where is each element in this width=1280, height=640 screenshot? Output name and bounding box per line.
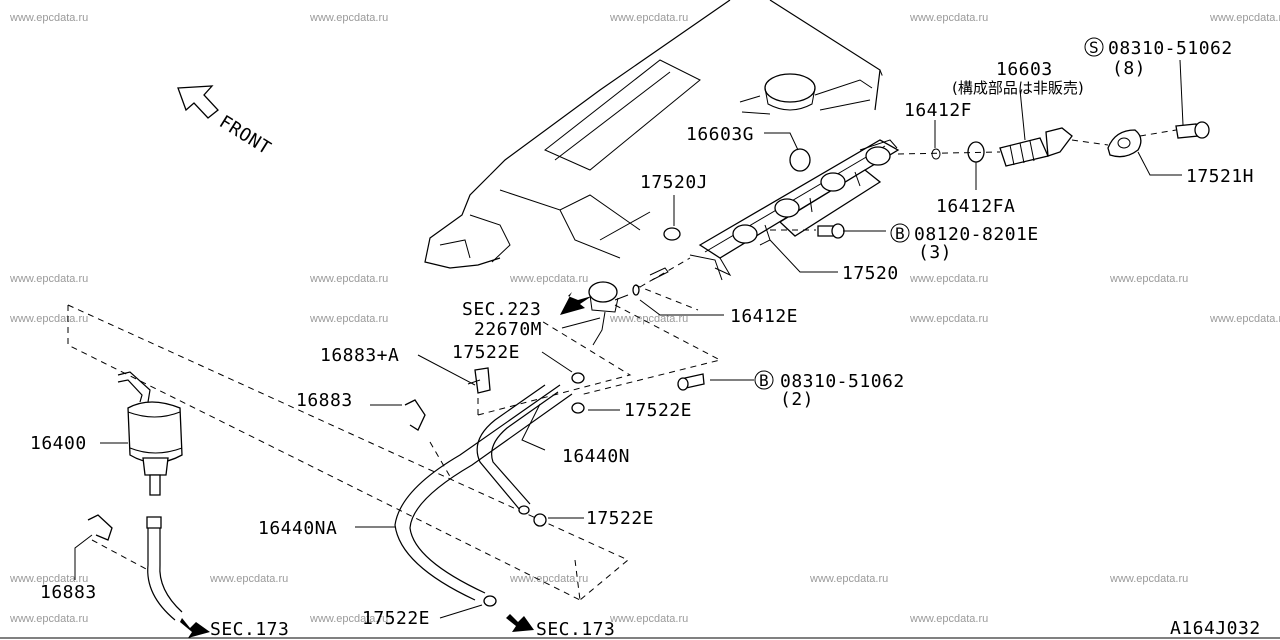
hose-clips	[87, 367, 491, 541]
label-17520j: 17520J	[640, 172, 708, 193]
label-16883-a: 16883	[40, 582, 97, 603]
fuel-hoses	[146, 372, 585, 621]
watermark: www.epcdata.ru	[1209, 313, 1280, 325]
arrow-icon	[180, 618, 210, 638]
section-arrows	[180, 292, 592, 638]
label-b2-qty: (2)	[780, 389, 814, 410]
label-b1-part: 08120-8201E	[914, 224, 1039, 245]
part-labels: S 08310-51062 (8) 16603 (構成部品は非販売) 16412…	[30, 38, 1261, 640]
watermark: www.epcdata.ru	[1109, 273, 1188, 285]
watermark: www.epcdata.ru	[309, 12, 388, 24]
circled-markers	[754, 37, 1104, 390]
fuel-filter	[117, 371, 183, 496]
s-marker-letter: S	[1089, 38, 1099, 57]
label-16440n: 16440N	[562, 446, 630, 467]
label-22670m: 22670M	[474, 319, 542, 340]
bolt-b2	[677, 373, 705, 391]
front-arrow: FRONT	[177, 85, 275, 159]
watermark: www.epcdata.ru	[309, 613, 388, 625]
s-circle-icon	[1084, 37, 1104, 57]
front-label: FRONT	[215, 111, 274, 159]
engine-outline	[424, 0, 885, 269]
b1-marker-letter: B	[895, 224, 905, 243]
label-16603: 16603	[996, 59, 1053, 80]
label-17521h: 17521H	[1186, 166, 1254, 187]
label-sec173-b: SEC.173	[536, 619, 615, 640]
b-circle-icon	[754, 370, 774, 390]
watermark: www.epcdata.ru	[509, 573, 588, 585]
label-16400: 16400	[30, 433, 87, 454]
watermark: www.epcdata.ru	[1209, 12, 1280, 24]
watermark: www.epcdata.ru	[9, 12, 88, 24]
label-17520: 17520	[842, 263, 899, 284]
watermark: www.epcdata.ru	[609, 313, 688, 325]
watermark: www.epcdata.ru	[309, 313, 388, 325]
fuel-rail	[588, 121, 1210, 346]
watermark: www.epcdata.ru	[609, 12, 688, 24]
arrow-icon	[506, 614, 534, 632]
watermark: www.epcdata.ru	[509, 273, 588, 285]
label-16603-note: (構成部品は非販売)	[952, 79, 1084, 97]
watermark: www.epcdata.ru	[9, 613, 88, 625]
label-16412e: 16412E	[730, 306, 798, 327]
watermarks: www.epcdata.ru www.epcdata.ru www.epcdat…	[9, 12, 1280, 625]
b-circle-icon	[890, 223, 910, 243]
label-17522e-d: 17522E	[362, 608, 430, 629]
watermark: www.epcdata.ru	[909, 613, 988, 625]
label-b1-qty: (3)	[918, 242, 952, 263]
label-16412f: 16412F	[904, 100, 972, 121]
watermark: www.epcdata.ru	[609, 613, 688, 625]
label-16603g: 16603G	[686, 124, 754, 145]
watermark: www.epcdata.ru	[909, 273, 988, 285]
watermark: www.epcdata.ru	[9, 573, 88, 585]
b2-marker-letter: B	[759, 371, 769, 390]
watermark: www.epcdata.ru	[209, 573, 288, 585]
label-sec223: SEC.223	[462, 299, 541, 320]
label-17522e-b: 17522E	[624, 400, 692, 421]
leader-lines	[74, 59, 1184, 619]
label-16883-b: 16883	[296, 390, 353, 411]
watermark: www.epcdata.ru	[909, 313, 988, 325]
watermark: www.epcdata.ru	[1109, 573, 1188, 585]
label-17522e-a: 17522E	[452, 342, 520, 363]
label-17522e-c: 17522E	[586, 508, 654, 529]
watermark: www.epcdata.ru	[309, 273, 388, 285]
label-s-part: 08310-51062	[1108, 38, 1233, 59]
label-16440na: 16440NA	[258, 518, 337, 539]
label-16412fa: 16412FA	[936, 196, 1015, 217]
watermark: www.epcdata.ru	[809, 573, 888, 585]
watermark: www.epcdata.ru	[9, 313, 88, 325]
label-b2-part: 08310-51062	[780, 371, 905, 392]
label-16883-plus-a: 16883+A	[320, 345, 399, 366]
label-sec173-a: SEC.173	[210, 619, 289, 640]
label-s-qty: (8)	[1112, 58, 1146, 79]
arrow-icon	[560, 292, 592, 315]
watermark: www.epcdata.ru	[909, 12, 988, 24]
diagram-code: A164J032	[1170, 618, 1261, 639]
watermark: www.epcdata.ru	[9, 273, 88, 285]
